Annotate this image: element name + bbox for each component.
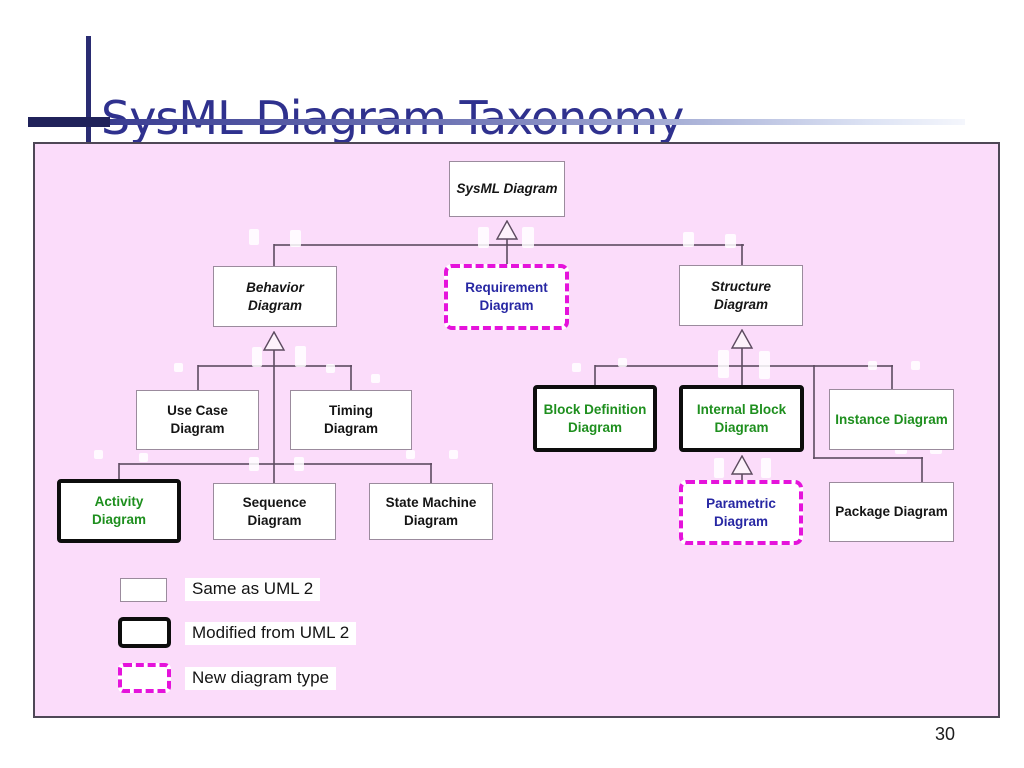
connector-line — [273, 244, 275, 266]
connector-line — [506, 239, 508, 245]
connector-line — [594, 365, 596, 385]
render-artifact — [249, 457, 259, 471]
node-timing-diagram: Timing Diagram — [290, 390, 412, 450]
node-instance-diagram: Instance Diagram — [829, 389, 954, 450]
connector-line — [813, 457, 923, 459]
connector-line — [891, 365, 893, 389]
connector-line — [813, 365, 815, 459]
legend-swatch-new-diagram-type — [118, 663, 171, 693]
node-label: Instance Diagram — [835, 411, 948, 427]
render-artifact — [94, 450, 103, 459]
node-sysml-diagram: SysML Diagram — [449, 161, 565, 217]
render-artifact — [406, 450, 415, 459]
node-label: Activity Diagram — [91, 494, 147, 527]
render-artifact — [371, 374, 380, 383]
connector-line — [741, 365, 743, 385]
render-artifact — [326, 364, 335, 373]
render-artifact — [478, 227, 489, 248]
connector-line — [350, 365, 352, 390]
connector-line — [274, 244, 744, 246]
node-parametric-diagram: Parametric Diagram — [679, 480, 803, 545]
node-label: State Machine Diagram — [385, 494, 477, 528]
node-use-case-diagram: Use Case Diagram — [136, 390, 259, 450]
connector-line — [430, 463, 432, 483]
render-artifact — [714, 458, 724, 478]
generalization-arrowhead-icon — [262, 331, 286, 351]
title-accent-vline — [86, 36, 91, 142]
render-artifact — [868, 361, 877, 370]
render-artifact — [759, 351, 770, 379]
legend-swatch-modified-from-uml2 — [118, 617, 171, 648]
generalization-arrowhead-icon — [730, 455, 754, 475]
legend-label: New diagram type — [185, 667, 337, 690]
title-underline — [28, 119, 965, 125]
render-artifact — [449, 450, 458, 459]
render-artifact — [522, 227, 534, 248]
connector-line — [119, 463, 432, 465]
legend-swatch-same-as-uml2 — [120, 578, 167, 602]
node-structure-diagram: Structure Diagram — [679, 265, 803, 326]
node-label: SysML Diagram — [456, 181, 558, 197]
connector-line — [741, 244, 743, 265]
legend-label: Same as UML 2 — [185, 578, 321, 601]
node-label: Block Definition Diagram — [543, 401, 647, 435]
render-artifact — [174, 363, 183, 372]
connector-line — [118, 463, 120, 479]
node-label: Structure Diagram — [710, 278, 771, 312]
connector-line — [741, 473, 743, 481]
title-underline-cap — [28, 117, 110, 127]
connector-line — [198, 365, 352, 367]
render-artifact — [294, 457, 304, 471]
node-state-machine-diagram: State Machine Diagram — [369, 483, 493, 540]
generalization-arrowhead-icon — [495, 220, 519, 240]
node-label: Use Case Diagram — [167, 403, 228, 436]
render-artifact — [761, 458, 771, 478]
render-artifact — [725, 234, 736, 248]
node-label: Behavior Diagram — [246, 279, 304, 313]
render-artifact — [718, 350, 729, 378]
connector-line — [921, 457, 923, 482]
connector-line — [197, 365, 199, 390]
diagram-panel: SysML Diagram Behavior Diagram Requireme… — [33, 142, 1000, 718]
render-artifact — [683, 232, 694, 247]
node-internal-block-diagram: Internal Block Diagram — [679, 385, 804, 452]
render-artifact — [252, 347, 262, 367]
connector-line — [741, 347, 743, 365]
render-artifact — [911, 361, 920, 370]
node-label: Internal Block Diagram — [696, 401, 787, 435]
node-label: Requirement Diagram — [465, 280, 548, 313]
render-artifact — [295, 346, 306, 367]
node-activity-diagram: Activity Diagram — [57, 479, 181, 543]
connector-line — [273, 349, 275, 483]
render-artifact — [895, 447, 907, 454]
render-artifact — [139, 453, 148, 462]
page-title: SysML Diagram Taxonomy — [101, 90, 684, 145]
node-block-definition-diagram: Block Definition Diagram — [533, 385, 657, 452]
render-artifact — [249, 229, 259, 245]
node-label: Sequence Diagram — [242, 494, 307, 528]
node-label: Timing Diagram — [323, 403, 379, 436]
page-number: 30 — [934, 724, 956, 744]
generalization-arrowhead-icon — [730, 329, 754, 349]
render-artifact — [930, 447, 942, 454]
node-sequence-diagram: Sequence Diagram — [213, 483, 336, 540]
connector-line — [506, 244, 508, 264]
node-label: Package Diagram — [835, 504, 948, 520]
node-requirement-diagram: Requirement Diagram — [444, 264, 569, 330]
render-artifact — [290, 230, 301, 247]
node-package-diagram: Package Diagram — [829, 482, 954, 542]
render-artifact — [572, 363, 581, 372]
node-label: Parametric Diagram — [706, 495, 776, 529]
legend-label: Modified from UML 2 — [185, 622, 357, 645]
render-artifact — [618, 358, 627, 367]
connector-line — [595, 365, 893, 367]
node-behavior-diagram: Behavior Diagram — [213, 266, 337, 327]
